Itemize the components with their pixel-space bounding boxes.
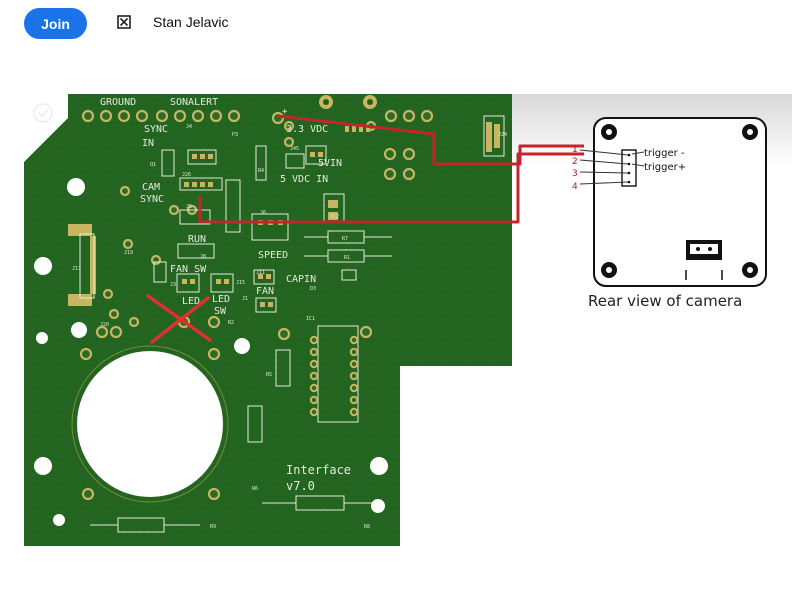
resistors: [90, 145, 392, 533]
j17-connector: [68, 224, 96, 306]
refdes-p3: P3: [232, 132, 238, 138]
mounting-holes: [34, 178, 388, 526]
refdes-j4: J4: [186, 124, 192, 130]
refdes-r6: R6: [252, 486, 258, 492]
label-cam-sync-1: CAM: [142, 182, 160, 193]
channel-name[interactable]: Stan Jelavic: [153, 14, 229, 30]
label-trigger-minus: trigger -: [644, 148, 685, 159]
label-trigger-plus: trigger+: [644, 162, 686, 173]
broken-image-icon: [117, 15, 131, 29]
top-bar: Join Stan Jelavic: [0, 0, 800, 48]
label-3v3: 3.3 VDC: [286, 124, 328, 135]
camera-pin-4: 4: [572, 182, 578, 192]
refdes-r8: R8: [364, 524, 370, 530]
refdes-j24: J24: [498, 132, 507, 138]
join-button[interactable]: Join: [24, 8, 87, 39]
red-wires: [198, 114, 584, 224]
refdes-r5: R5: [266, 372, 272, 378]
refdes-j6: J6: [260, 210, 266, 216]
pcb-board: [24, 94, 512, 546]
refdes-r1: R1: [344, 255, 350, 261]
red-x-mark: [146, 294, 212, 344]
refdes-j20: J20: [100, 322, 109, 328]
camera-pin-3: 3: [572, 169, 578, 179]
select-check-icon[interactable]: [33, 103, 53, 123]
label-cam-sync-2: SYNC: [140, 194, 164, 205]
refdes-j3: J3: [170, 282, 176, 288]
refdes-d3: D3: [310, 286, 316, 292]
camera-rear-view: [579, 117, 767, 287]
camera-pin-1: 1: [572, 145, 578, 155]
refdes-q1: Q1: [150, 162, 156, 168]
label-5vdc-in: 5 VDC IN: [280, 174, 328, 185]
camera-pin-2: 2: [572, 157, 578, 167]
refdes-j15: J15: [236, 280, 245, 286]
refdes-j19: J19: [124, 250, 133, 256]
refdes-j1: J1: [242, 296, 248, 302]
refdes-r7: R7: [342, 236, 348, 242]
j24-connector: [483, 115, 505, 157]
label-sonalert: SONALERT: [170, 97, 218, 108]
refdes-j5: J5: [186, 204, 192, 210]
refdes-j26: J26: [182, 172, 191, 178]
label-sync-in-2: IN: [142, 138, 154, 149]
refdes-r4: R4: [258, 168, 264, 174]
label-version: v7.0: [286, 479, 315, 493]
refdes-j8: J8: [200, 254, 206, 260]
label-led-sw-1: LED: [212, 294, 230, 305]
refdes-r2: R2: [228, 320, 234, 326]
label-ground: GROUND: [100, 97, 136, 108]
label-led: LED: [182, 296, 200, 307]
label-capin: CAPIN: [286, 274, 316, 285]
label-sync-in-1: SYNC: [144, 124, 168, 135]
label-speed: SPEED: [258, 250, 288, 261]
pcb-camera-image: GROUND SONALERT SYNC IN 3.3 VDC 5VIN 5 V…: [24, 94, 792, 546]
refdes-j45: J45: [290, 146, 299, 152]
refdes-ic2: IC2: [330, 214, 339, 220]
label-interface: Interface: [286, 463, 351, 477]
refdes-plus: +: [282, 107, 288, 117]
refdes-j17: J17: [72, 266, 81, 272]
label-run: RUN: [188, 234, 206, 245]
ic1-chip: [309, 325, 359, 423]
connector-headers: [153, 145, 357, 313]
label-fan: FAN: [256, 286, 274, 297]
label-fan-sw: FAN SW: [170, 264, 207, 275]
camera-caption: Rear view of camera: [588, 292, 742, 310]
label-5vin: 5VIN: [318, 158, 342, 169]
refdes-j11: J11: [256, 270, 265, 276]
mounting-cutout: [77, 351, 223, 497]
refdes-ic1: IC1: [306, 316, 315, 322]
refdes-r9: R9: [210, 524, 216, 530]
label-led-sw-2: SW: [214, 306, 227, 317]
